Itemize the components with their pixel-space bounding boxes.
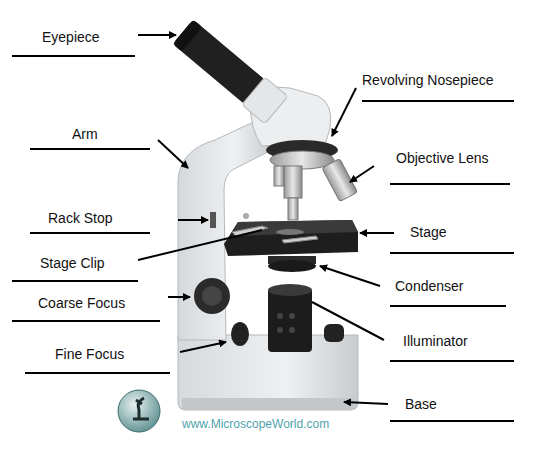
watermark: www.MicroscopeWorld.com [182,416,329,432]
part-label: Condenser [395,278,464,294]
part-label: Rack Stop [48,210,113,226]
part-label: Base [405,396,437,412]
part-label: Objective Lens [396,150,489,166]
part-label: Illuminator [403,333,468,349]
part-label: Stage [410,224,447,240]
part-label: Coarse Focus [38,295,125,311]
part-label: Eyepiece [42,29,100,45]
part-label: Stage Clip [40,255,105,271]
part-label: Fine Focus [55,346,124,362]
part-label: Arm [72,126,98,142]
part-label: Revolving Nosepiece [362,72,494,88]
